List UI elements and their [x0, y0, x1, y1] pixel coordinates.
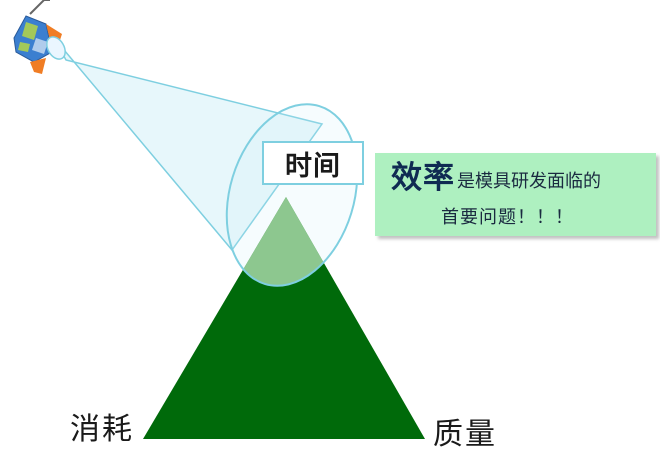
time-label-box: 时间 [262, 141, 364, 185]
consumption-label: 消耗 [70, 412, 134, 447]
efficiency-callout: 效率 是模具研发面临的 首要问题！！！ [375, 153, 656, 236]
callout-keyword: 效率 [391, 160, 455, 196]
time-label: 时间 [285, 150, 341, 182]
callout-line1-text: 是模具研发面临的 [457, 171, 601, 192]
callout-line-1: 效率 是模具研发面临的 [391, 163, 644, 194]
callout-line2-text: 首要问题！！！ [441, 207, 574, 228]
stage-spotlight-icon [13, 0, 66, 74]
quality-label: 质量 [433, 417, 497, 452]
triangle [143, 197, 425, 439]
